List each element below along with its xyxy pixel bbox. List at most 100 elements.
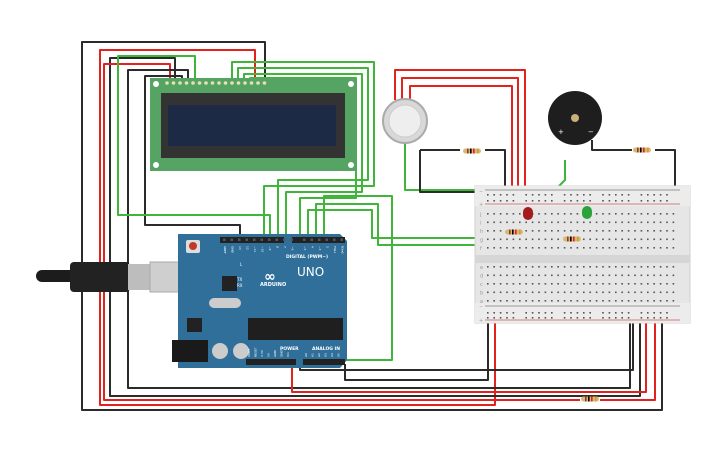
header-pin[interactable] [303,238,306,242]
hole [551,300,553,302]
lcd-pin[interactable] [236,81,241,85]
hole [640,266,643,268]
header-pin[interactable] [310,238,314,242]
wire-black[interactable] [655,149,676,196]
resistor[interactable] [505,229,523,235]
header-pin[interactable] [275,238,279,242]
header-pin[interactable] [245,238,249,242]
header-pin[interactable] [325,238,329,242]
lcd-pin[interactable] [204,81,208,85]
row-label: g [480,238,483,244]
lcd-pin[interactable] [230,81,234,85]
wire-green[interactable] [237,67,369,240]
hole [659,291,662,294]
arduino-model: UNO [297,265,324,279]
lcd-pin[interactable] [184,81,189,85]
header-pin[interactable] [238,238,241,242]
hole [512,300,515,302]
wire-black[interactable] [81,41,663,411]
rail-hole [563,194,566,196]
wire-black[interactable] [109,57,641,397]
pin-label: A0 [304,353,308,357]
gas-sensor[interactable] [382,98,428,144]
header-pin[interactable] [333,238,336,242]
wire-green[interactable] [307,209,498,240]
resistor[interactable] [563,236,581,242]
lcd-pin[interactable] [210,81,215,85]
hole [627,247,630,249]
rail-hole [512,194,515,196]
wire-red[interactable] [99,49,496,406]
led-green[interactable] [582,206,592,219]
hole [499,291,502,294]
wire-red[interactable] [394,69,526,210]
wire-green[interactable] [117,55,271,240]
piezo-buzzer[interactable]: + − [548,91,602,145]
wire-black[interactable] [144,75,241,240]
hole [659,213,662,215]
lcd-pin[interactable] [256,81,260,85]
pin-label: ~3 [318,246,322,251]
resistor[interactable] [581,396,599,402]
atmega-chip [248,318,343,340]
lcd-pin[interactable] [165,81,169,85]
header-pin[interactable] [318,238,321,242]
rail-hole [506,317,508,319]
header-pin[interactable] [260,238,264,242]
header-pin[interactable] [290,238,294,242]
resistor[interactable] [633,147,651,153]
wire-black[interactable] [344,310,489,381]
wire-green[interactable] [323,195,393,361]
header-pin[interactable] [230,238,234,242]
lcd-pin[interactable] [197,81,202,85]
lcd-pin[interactable] [171,81,176,85]
rail-hole [583,312,585,314]
led-red[interactable] [523,207,533,220]
rail-hole [563,312,566,314]
wire-green[interactable] [315,203,592,246]
header-pin[interactable] [283,238,286,242]
wire-black[interactable] [485,149,506,196]
reset-button[interactable] [189,242,197,250]
hole [621,213,623,215]
header-pin[interactable] [268,238,271,242]
hole [608,238,611,241]
wire-red[interactable] [401,77,519,196]
rail-hole [608,194,611,196]
hole [570,291,572,294]
hole [621,266,623,268]
wire-green[interactable] [243,73,363,240]
hole [659,221,662,224]
wire-black[interactable] [127,69,631,389]
lcd-display[interactable] [150,78,357,171]
arduino-uno[interactable]: ∞ UNO ARDUINO DIGITAL (PWM~) POWER ANALO… [172,234,347,368]
hole [544,221,547,224]
lcd-pin[interactable] [249,81,254,85]
lcd-pin[interactable] [191,81,195,85]
wire-red[interactable] [291,312,647,393]
hole [544,230,547,232]
header-pin[interactable] [223,238,226,242]
lcd-pin[interactable] [223,81,228,85]
lcd-pin[interactable] [262,81,267,85]
resistor[interactable] [463,148,481,154]
lcd-pin[interactable] [178,81,182,85]
header-pin[interactable] [340,238,344,242]
hole [602,221,604,224]
hole [653,266,655,268]
rail-hole [570,194,572,196]
hole [525,266,527,268]
wire-red[interactable] [409,85,513,196]
pin-label: ~5 [303,246,307,251]
hole [615,291,617,294]
lcd-pin[interactable] [217,81,221,85]
hole [512,221,515,224]
lcd-pin[interactable] [243,81,247,85]
hole [621,283,623,285]
wire-red[interactable] [600,305,656,401]
wire-green[interactable] [231,61,375,240]
header-pin[interactable] [253,238,256,242]
wire-black[interactable] [591,140,632,151]
